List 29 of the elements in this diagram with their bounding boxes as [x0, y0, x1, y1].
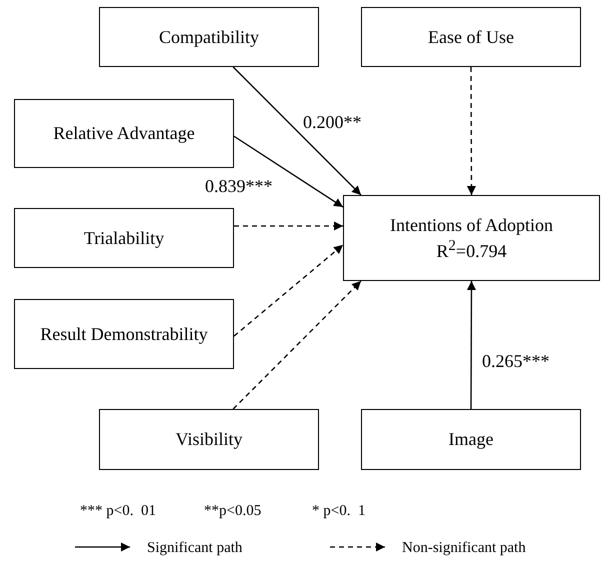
variable-box	[361, 409, 581, 470]
variable-box	[14, 99, 234, 168]
arrow	[234, 221, 343, 230]
node-text: Compatibility	[158, 26, 260, 48]
arrow	[234, 136, 344, 208]
arrow	[466, 281, 476, 409]
node-text: Result Demonstrability	[39, 322, 209, 346]
node-text: Visibility	[174, 428, 244, 451]
node-text: Intentions of Adoption	[389, 214, 554, 236]
arrow	[232, 66, 362, 196]
variable-box	[361, 7, 581, 67]
node-text: Image	[448, 428, 494, 451]
arrow	[466, 67, 476, 195]
arrow	[232, 280, 362, 410]
significance-note: * p<0. 1	[312, 503, 366, 520]
variable-box	[14, 208, 234, 268]
legend-text: Significant path	[147, 540, 242, 557]
variable-box	[14, 299, 234, 369]
node-text: Relative Advantage	[52, 122, 196, 145]
node-text: Ease of Use	[427, 26, 515, 48]
variable-box	[99, 7, 319, 67]
legend-text: Non-significant path	[402, 540, 526, 557]
variable-box	[343, 195, 600, 281]
arrow	[234, 244, 344, 337]
significance-note: **p<0.05	[204, 503, 262, 520]
node-text: R$^{2}$=0.794	[435, 236, 508, 262]
significance-note: *** p<0. 01	[80, 503, 156, 520]
variable-box	[99, 409, 319, 470]
node-text: Trialability	[82, 226, 166, 250]
